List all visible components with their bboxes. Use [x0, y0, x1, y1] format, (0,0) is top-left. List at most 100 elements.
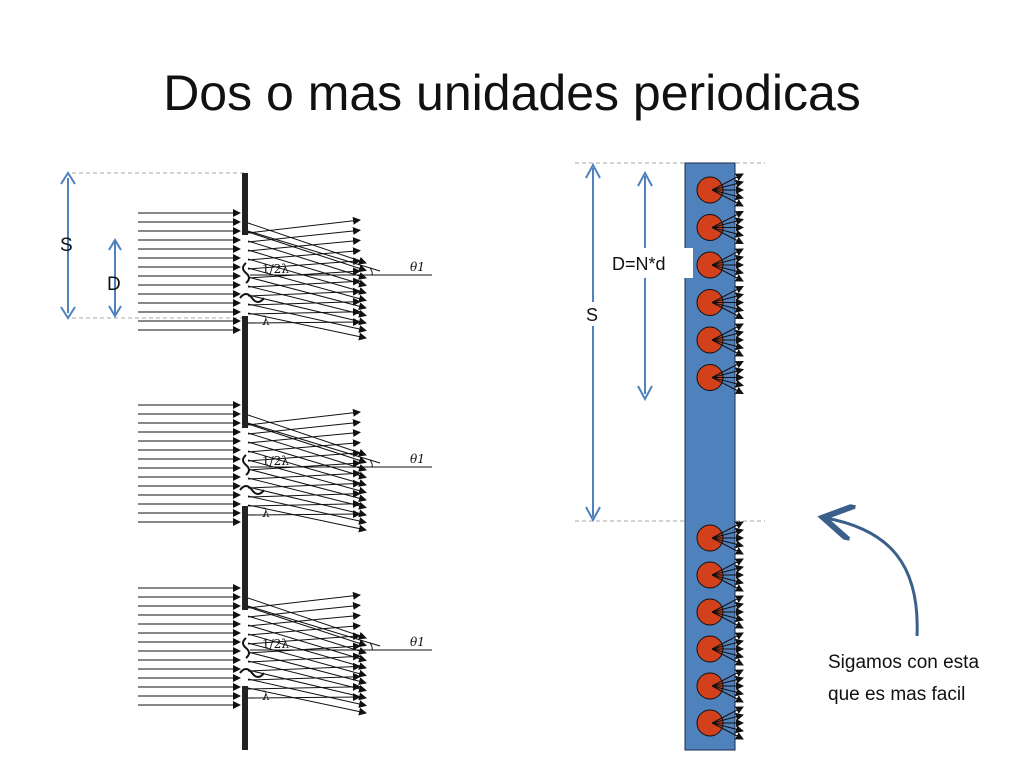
- label-d-n-d: D=N*d: [612, 254, 666, 274]
- diffracted-ray: [247, 449, 361, 462]
- diffracted-ray: [247, 687, 367, 716]
- scattered-ray: [711, 254, 744, 266]
- diffracted-ray: [247, 632, 361, 645]
- diffracted-ray: [247, 612, 361, 627]
- diffracted-ray: [247, 429, 361, 444]
- diffracted-ray: [247, 469, 361, 480]
- scattered-ray: [711, 537, 744, 549]
- scattered-ray: [711, 595, 744, 613]
- diffracted-ray: [247, 297, 361, 306]
- scattered-ray: [711, 179, 744, 191]
- angle-arc: [369, 459, 373, 468]
- diffracted-ray: [247, 682, 361, 691]
- scattered-ray: [711, 367, 744, 378]
- label-theta: θ1: [410, 260, 425, 274]
- diffracted-ray: [247, 486, 367, 518]
- scattered-ray: [711, 339, 744, 351]
- diffracted-ray: [247, 495, 367, 525]
- diffracted-ray: [247, 591, 361, 609]
- wave-half: [242, 637, 250, 659]
- note-line-2: que es mas facil: [828, 684, 965, 705]
- scattered-ray: [711, 189, 744, 201]
- label-lambda: λ: [262, 506, 270, 520]
- scattered-ray: [711, 685, 744, 697]
- wave-half: [242, 454, 250, 476]
- diffracted-ray: [247, 408, 361, 426]
- scattered-ray: [711, 248, 744, 266]
- diffracted-ray: [247, 510, 361, 519]
- scatterer-atom: [696, 632, 744, 666]
- scatterer-atom: [696, 669, 744, 703]
- scatterer-atom: [696, 211, 744, 244]
- diffracted-ray: [247, 622, 361, 636]
- scatterer-atom: [696, 286, 744, 319]
- screen-bar: [242, 173, 248, 235]
- diffracted-ray: [247, 678, 367, 708]
- scattered-ray: [711, 712, 744, 724]
- angle-line: [247, 422, 381, 464]
- diffracted-ray: [247, 601, 361, 618]
- scattered-ray: [711, 669, 744, 687]
- scattered-ray: [711, 361, 744, 378]
- scatterer-atom: [696, 595, 744, 629]
- diffracted-ray: [247, 693, 361, 702]
- diffracted-ray: [247, 439, 361, 453]
- diffracted-ray: [247, 624, 367, 663]
- wave-half: [242, 262, 250, 284]
- right-array-figure: S D=N*d Sigamos con esta que es mas faci…: [575, 162, 979, 751]
- scattered-ray: [711, 302, 744, 319]
- scattered-ray: [711, 648, 744, 660]
- label-theta: θ1: [410, 452, 425, 466]
- angle-arc: [369, 267, 373, 276]
- diffracted-ray: [247, 423, 367, 465]
- angle-line: [247, 230, 381, 272]
- label-theta: θ1: [410, 635, 425, 649]
- angle-arc: [369, 642, 373, 651]
- label-half-lambda: 1/2λ: [262, 637, 289, 651]
- scattered-ray: [711, 611, 744, 623]
- diffracted-ray: [247, 672, 361, 681]
- scattered-ray: [711, 292, 744, 303]
- diffracted-ray: [247, 597, 367, 640]
- scattered-ray: [711, 227, 744, 238]
- diffraction-unit: 1/2λ λ θ1: [138, 584, 432, 716]
- scattered-ray: [711, 722, 744, 734]
- diffracted-ray: [247, 312, 367, 341]
- scattered-ray: [711, 329, 744, 341]
- scattered-ray: [711, 611, 744, 629]
- diffracted-ray: [247, 303, 367, 333]
- diffracted-ray: [247, 216, 361, 234]
- scattered-ray: [711, 211, 744, 228]
- scatterer-atom: [696, 558, 744, 592]
- scatterer-atom: [696, 361, 744, 394]
- scattered-ray: [711, 601, 744, 613]
- diffracted-ray: [247, 222, 367, 265]
- wave-full: [239, 485, 265, 495]
- scattered-ray: [711, 685, 744, 703]
- diffracted-ray: [247, 318, 361, 327]
- diffracted-ray: [247, 669, 367, 701]
- scattered-ray: [711, 527, 744, 539]
- scatterer-atom: [696, 173, 744, 207]
- scattered-ray: [711, 189, 744, 207]
- note-line-1: Sigamos con esta: [828, 652, 979, 673]
- scattered-ray: [711, 675, 744, 687]
- diffracted-ray: [247, 231, 367, 273]
- label-half-lambda: 1/2λ: [262, 262, 289, 276]
- scattered-ray: [711, 632, 744, 650]
- scattered-ray: [711, 574, 744, 592]
- diffracted-ray: [247, 258, 367, 295]
- slide-title: Dos o mas unidades periodicas: [163, 65, 861, 121]
- scattered-ray: [711, 638, 744, 650]
- label-lambda: λ: [262, 689, 270, 703]
- scattered-ray: [711, 264, 744, 276]
- diffracted-ray: [247, 606, 367, 648]
- diffracted-ray: [247, 307, 361, 316]
- scattered-ray: [711, 537, 744, 555]
- scattered-ray: [711, 227, 744, 244]
- wave-full: [239, 668, 265, 678]
